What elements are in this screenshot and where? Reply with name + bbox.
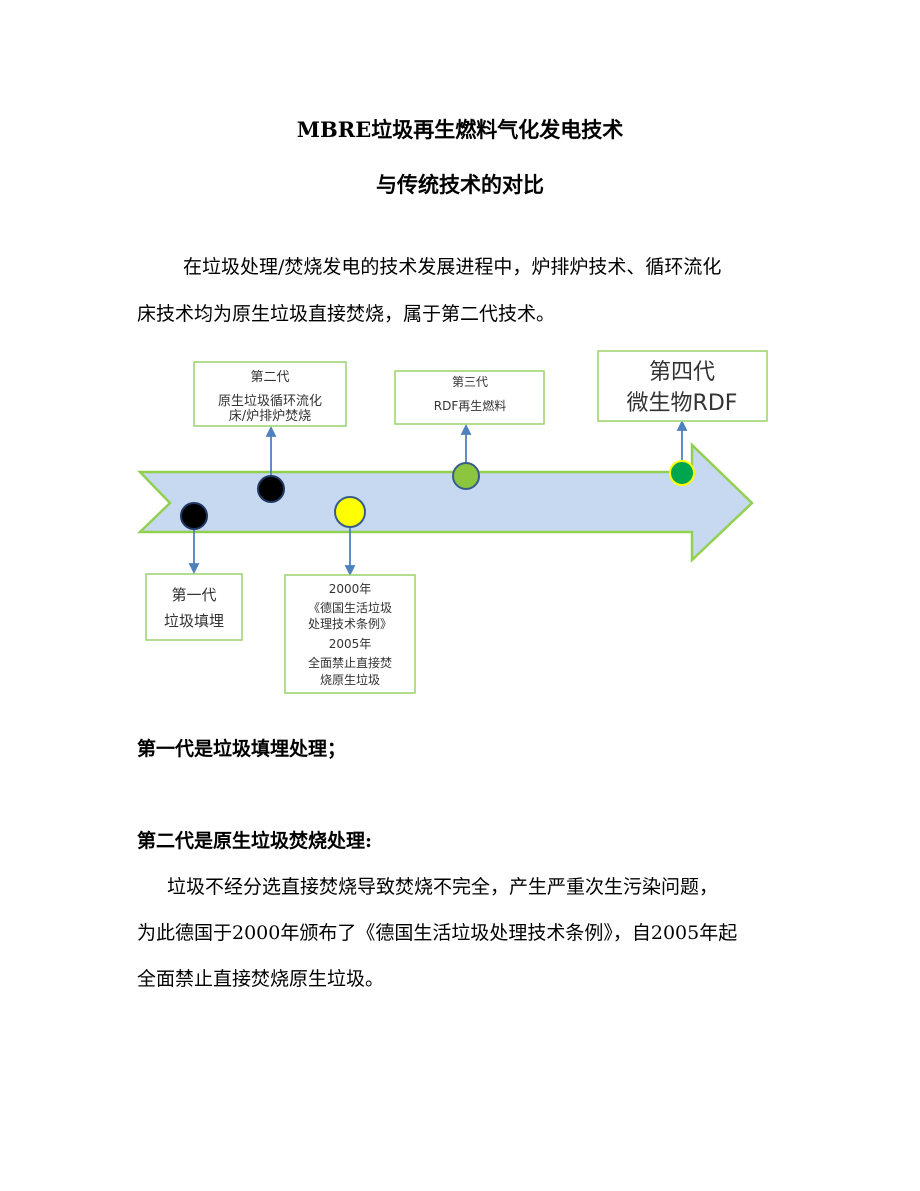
- intro-line-2: 床技术均为原生垃圾直接焚烧，属于第二代技术。: [137, 303, 556, 325]
- gen1-box: [145, 573, 243, 641]
- law-line-1: 2000年: [329, 582, 372, 596]
- gen2-dot: [257, 475, 285, 503]
- title-line-2: 与传统技术的对比: [376, 172, 544, 197]
- gen1-dot: [180, 502, 208, 530]
- gen4-box: [597, 350, 768, 422]
- gen4-label: 第四代: [649, 360, 715, 385]
- heading-gen1: 第一代是垃圾填埋处理；: [137, 738, 347, 760]
- body-line-2: 为此德国于2000年颁布了《德国生活垃圾处理技术条例》，自2005年起: [137, 922, 738, 944]
- gen2-label: 第二代: [250, 370, 289, 385]
- body-line-1: 垃圾不经分选直接焚烧导致焚烧不完全，产生严重次生污染问题，: [167, 876, 719, 898]
- title-line-1: MBRE垃圾再生燃料气化发电技术: [296, 117, 624, 142]
- law-box: [284, 574, 416, 694]
- gen2-desc-1: 原生垃圾循环流化: [218, 394, 322, 409]
- gen4-desc: 微生物RDF: [627, 391, 738, 416]
- gen4-dot: [669, 460, 695, 486]
- law-line-2: 《德国生活垃圾: [308, 600, 392, 615]
- gen3-desc: RDF再生燃料: [434, 398, 506, 413]
- law-line-6: 烧原生垃圾: [320, 672, 380, 687]
- body-line-3: 全面禁止直接焚烧原生垃圾。: [137, 968, 385, 990]
- gen2-desc-2: 床/炉排炉焚烧: [229, 409, 311, 424]
- heading-gen2: 第二代是原生垃圾焚烧处理:: [137, 830, 373, 852]
- gen3-dot: [452, 462, 480, 490]
- law-dot: [334, 496, 366, 528]
- law-line-3: 处理技术条例》: [308, 617, 392, 631]
- timeline-diagram: 第二代 原生垃圾循环流化 床/炉排炉焚烧 第三代 RDF再生燃料 第四代 微生物…: [136, 350, 768, 694]
- gen2-box: [193, 361, 347, 427]
- gen1-desc: 垃圾填埋: [164, 612, 224, 630]
- gen1-label: 第一代: [171, 586, 216, 604]
- timeline-arrow: [136, 442, 754, 563]
- law-line-5: 全面禁止直接焚: [308, 655, 392, 670]
- gen3-box: [394, 370, 545, 425]
- intro-line-1: 在垃圾处理/焚烧发电的技术发展进程中，炉排炉技术、循环流化: [183, 256, 722, 278]
- gen3-label: 第三代: [452, 375, 488, 389]
- law-line-4: 2005年: [329, 637, 372, 651]
